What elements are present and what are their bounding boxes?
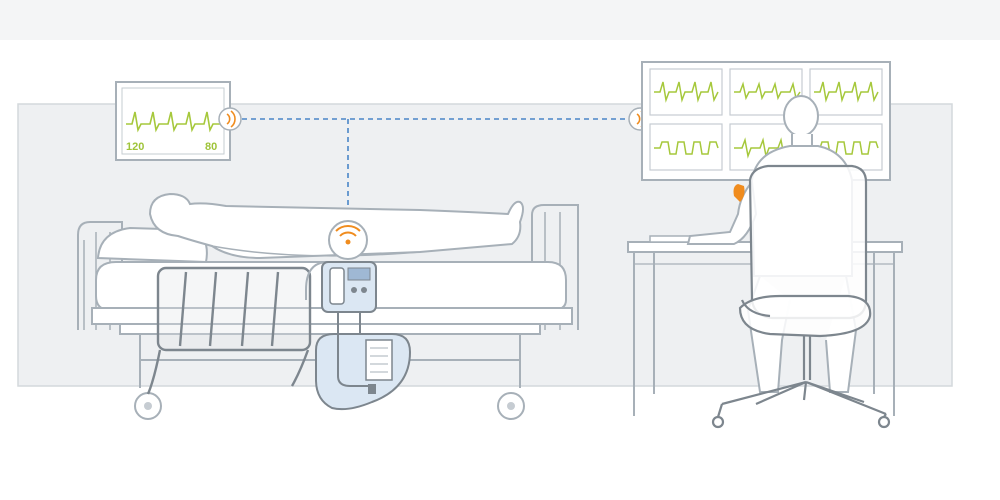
bedside-monitor: 120 80 bbox=[115, 81, 231, 161]
collection-bag bbox=[315, 333, 412, 411]
top-band bbox=[0, 0, 1000, 40]
central-trace-6 bbox=[814, 141, 879, 155]
bedside-wireless-icon bbox=[218, 107, 242, 131]
office-chair bbox=[711, 164, 891, 429]
wireless-link-lines bbox=[242, 118, 628, 215]
bedside-reading-right: 80 bbox=[205, 141, 217, 153]
clinician-pager-icon bbox=[733, 184, 745, 202]
drainage-device bbox=[305, 261, 412, 411]
central-trace-1 bbox=[654, 81, 719, 103]
central-trace-3 bbox=[814, 81, 879, 103]
central-trace-2 bbox=[734, 81, 801, 101]
bedside-ecg-trace bbox=[126, 111, 220, 133]
bed-side-rail bbox=[146, 266, 312, 395]
central-trace-4 bbox=[654, 141, 719, 155]
bedside-reading-left: 120 bbox=[126, 141, 144, 153]
patient-wireless-icon bbox=[328, 220, 368, 260]
